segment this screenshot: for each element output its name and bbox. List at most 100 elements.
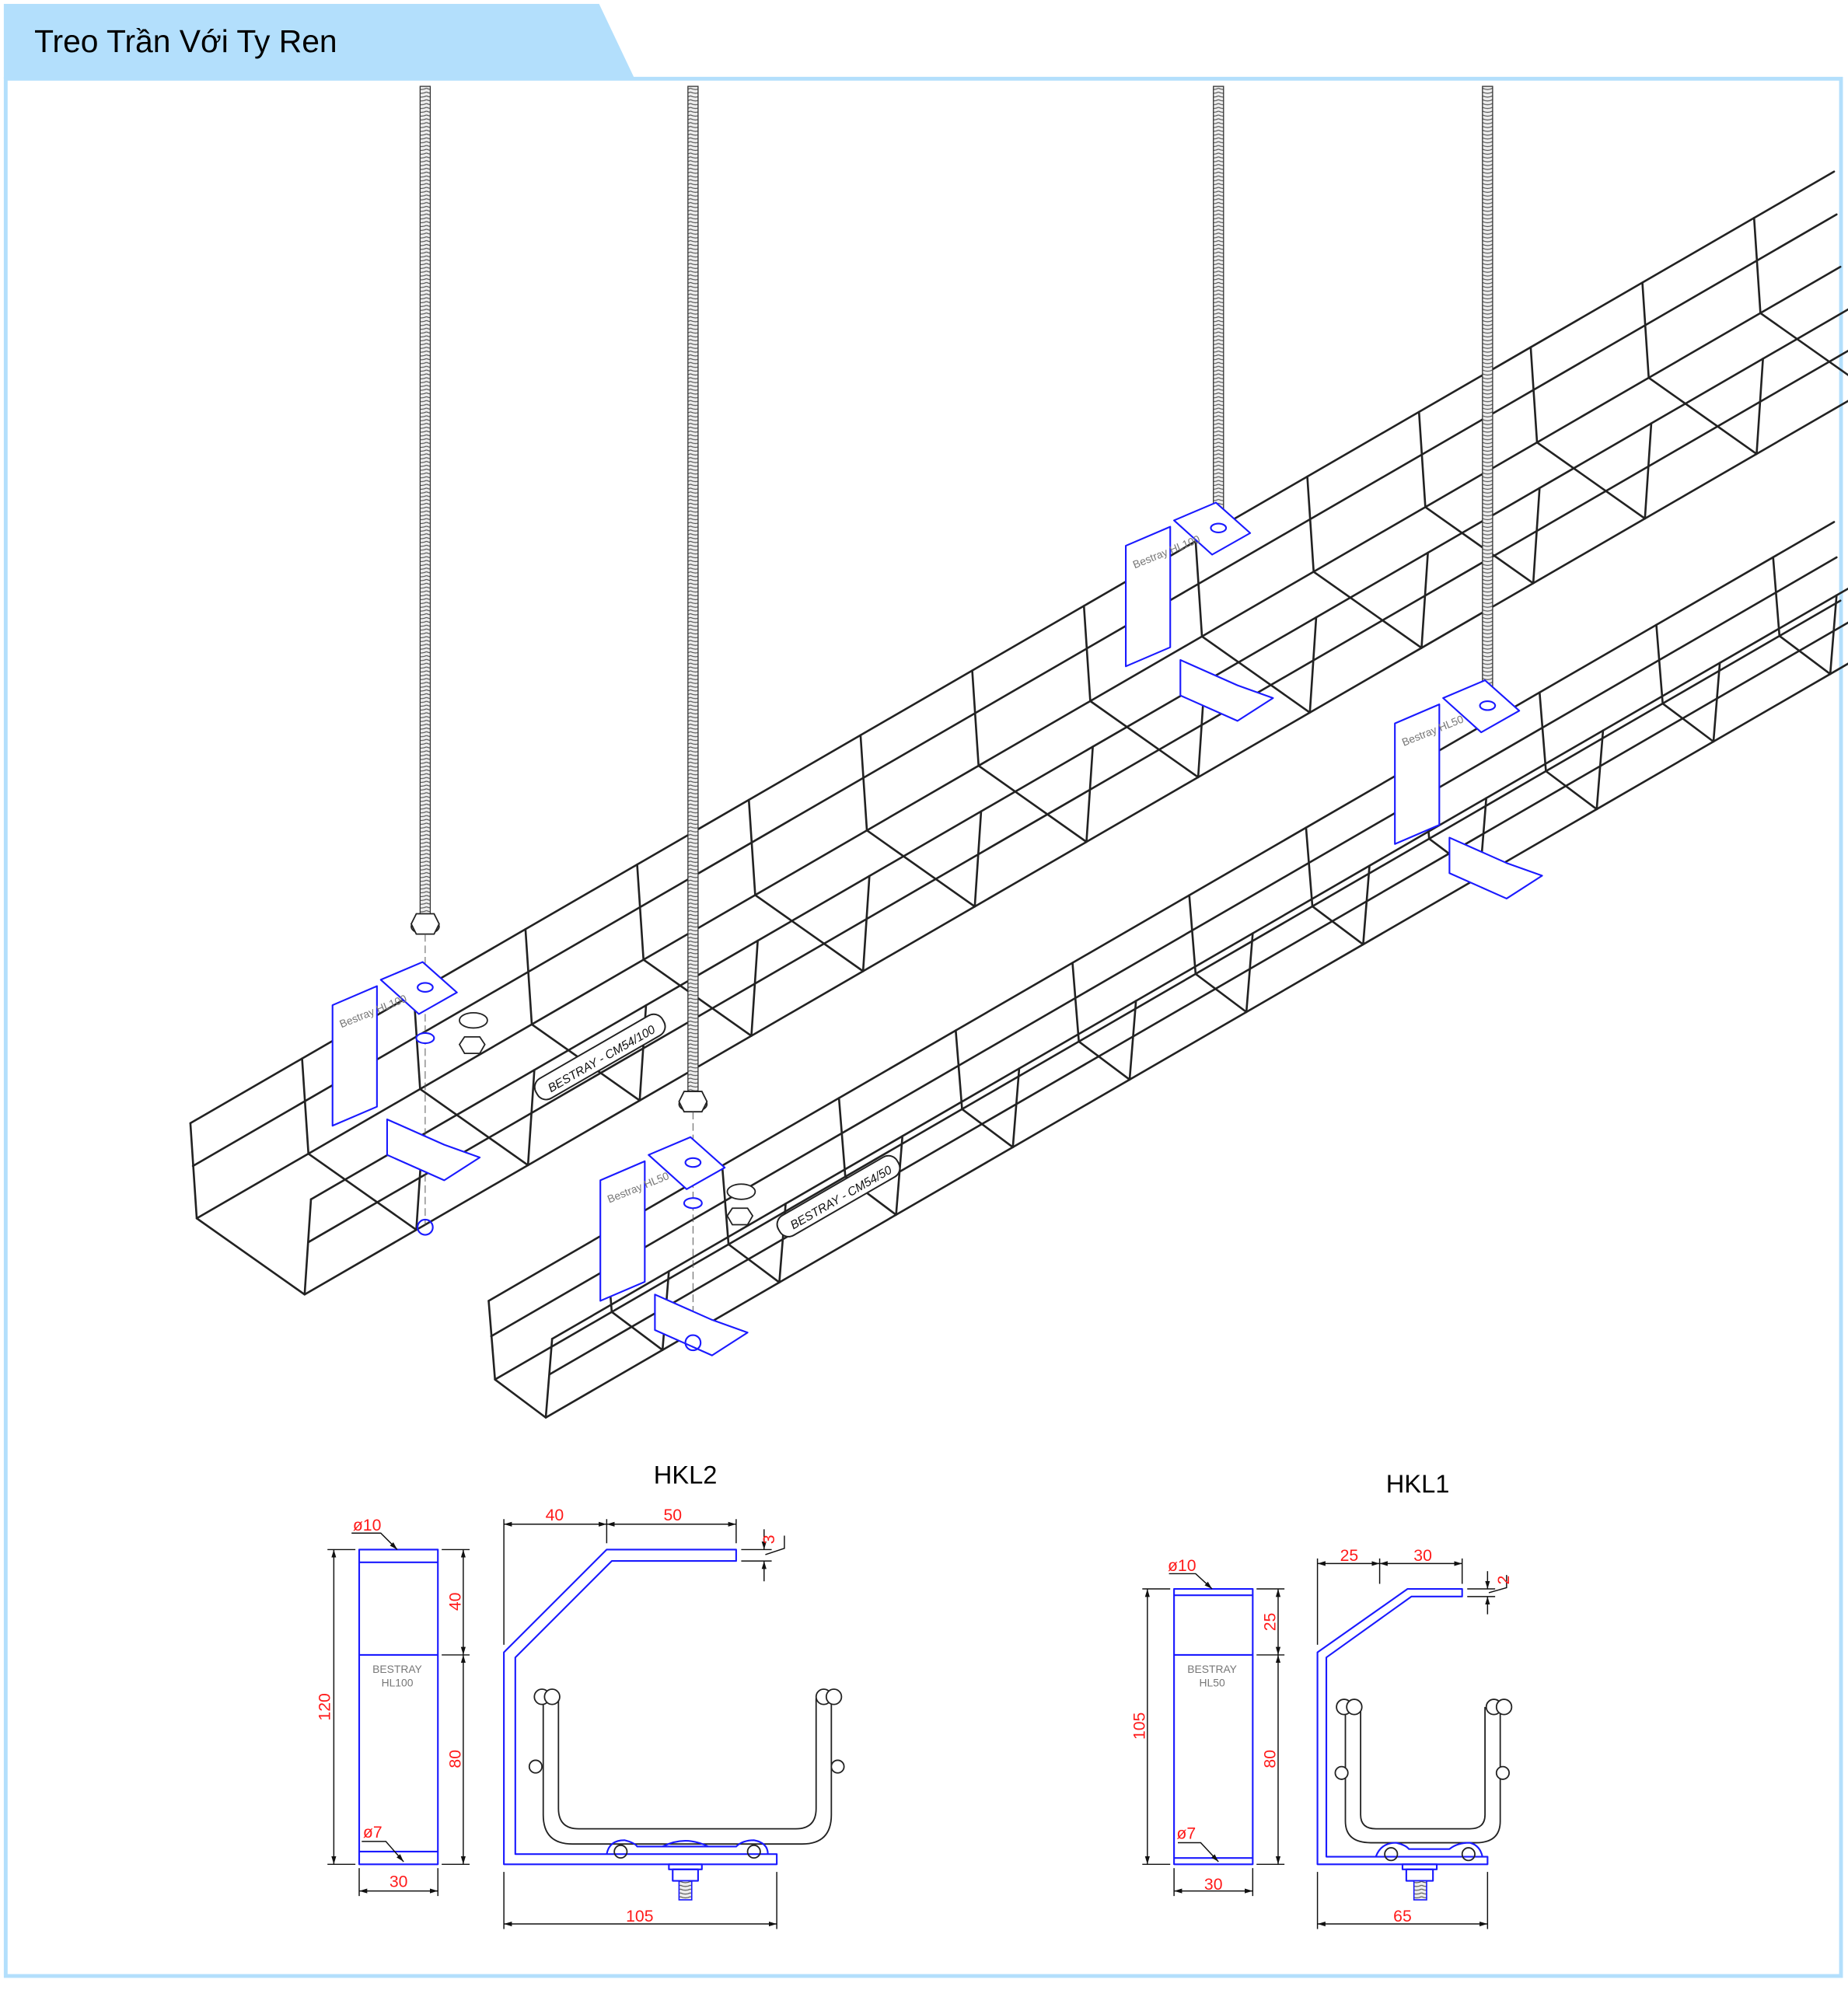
hanger-back-plate [1394,703,1441,845]
tray-rail-wire [494,599,1842,1381]
tray-cross-wire [955,1029,1021,1149]
tray-cross-wire [1082,605,1206,779]
svg-text:40: 40 [447,1593,465,1611]
svg-text:ø10: ø10 [1168,1557,1196,1575]
svg-text:105: 105 [626,1908,653,1925]
tray-cross-wire [1188,894,1254,1014]
tray-cross-wire [721,1164,787,1284]
hkl1-profile [1316,1587,1489,1866]
svg-text:65: 65 [1393,1908,1412,1925]
hkl2-side-view [358,1548,439,1866]
svg-text:2: 2 [1495,1576,1513,1585]
cable-tray [487,521,1848,1419]
svg-text:120: 120 [316,1693,334,1720]
hkl1-side-view [1173,1587,1254,1866]
svg-text:50: 50 [663,1506,682,1524]
tray-cross-wire [1194,539,1318,714]
svg-text:ø7: ø7 [1176,1825,1196,1843]
hanger-hole [417,982,434,993]
nut-icon [410,913,440,935]
svg-text:80: 80 [447,1750,465,1768]
svg-text:80: 80 [1262,1750,1280,1768]
tray-cross-wire [1641,281,1764,456]
tray-cross-wire [1538,691,1605,811]
svg-text:ø10: ø10 [353,1517,382,1534]
hkl2-title: HKL2 [654,1461,718,1489]
isometric-cable-trays [189,170,1848,1419]
tray-cross-wire [1417,410,1541,585]
nut-icon [678,1091,708,1113]
svg-text:BESTRAY - CM54/50: BESTRAY - CM54/50 [788,1164,895,1233]
svg-text:30: 30 [1413,1547,1432,1565]
threaded-rods [410,86,1503,1341]
bolt-head-icon [415,1032,435,1045]
hanger-back-plate [1125,525,1172,668]
svg-text:HL50: HL50 [1200,1677,1225,1689]
washer-icon [726,1183,756,1200]
threaded-rod [419,86,431,919]
svg-text:30: 30 [1204,1876,1223,1894]
tray-cross-wire [1305,826,1371,946]
svg-text:BESTRAY: BESTRAY [1187,1663,1237,1675]
svg-text:40: 40 [546,1506,564,1524]
tray-cross-wire [747,798,871,972]
tray-cross-wire [1772,556,1838,676]
threaded-rod [1482,86,1493,696]
threaded-rod [1213,86,1224,518]
tray-cross-wire [971,669,1094,843]
hanger-bracket: Bestray HL100 [331,961,481,1182]
svg-text:ø7: ø7 [363,1824,383,1842]
tray-tag-cm54-100: BESTRAY - CM54/100 [533,1013,666,1101]
threaded-rod [687,86,699,1096]
tray-cross-wire [1306,475,1429,649]
tray-cross-wire [487,1300,554,1419]
tray-cross-wire [1529,346,1653,520]
tray-cross-wire [859,734,983,908]
hanger-top-plate [379,961,458,1015]
bottom-nut-icon [417,1218,434,1236]
hanger-hole [1479,700,1497,711]
hanger-top-plate [1442,679,1521,734]
washer-icon [459,1011,488,1029]
nut-icon [458,1035,486,1054]
tray-cross-wire [412,993,536,1167]
page-title: Treo Trần Với Ty Ren [34,23,337,59]
hanger-clip [386,1118,481,1182]
tray-rail-wire [309,308,1848,1201]
hkl1-detail: HKL1 BESTRAY HL50 105 25 80 30 ø10 ø7 [1131,1469,1513,1929]
tray-cross-wire [189,1122,313,1296]
tray-rail-wire [307,349,1848,1244]
hanger-clip [654,1294,749,1356]
hanger-bracket: Bestray HL50 [1394,679,1543,899]
hanger-back-plate [331,985,378,1127]
svg-text:3: 3 [760,1534,778,1544]
svg-text:25: 25 [1340,1547,1359,1565]
tray-rail-wire [191,213,1838,1168]
hanger-hole [684,1157,702,1168]
tray-rail-wire [195,265,1842,1220]
hanger-top-plate [1173,501,1252,556]
svg-text:BESTRAY: BESTRAY [372,1663,422,1675]
hkl2-profile [503,1548,778,1866]
svg-text:30: 30 [390,1873,408,1891]
hanger-top-plate [648,1136,726,1190]
hanger-hole [1210,522,1228,533]
tray-rail-wire [303,400,1848,1296]
svg-text:25: 25 [1262,1613,1280,1632]
svg-text:HL100: HL100 [382,1677,414,1689]
tray-rail-wire [548,621,1848,1376]
hkl1-title: HKL1 [1386,1469,1450,1498]
tray-rail-wire [544,662,1848,1419]
nut-icon [726,1207,754,1226]
tray-cross-wire [837,1097,904,1217]
bottom-nut-icon [684,1334,702,1352]
tray-cross-wire [1752,217,1848,376]
tray-tag-cm54-50: BESTRAY - CM54/50 [776,1154,901,1238]
tray-cross-wire [1071,962,1137,1081]
hkl2-detail: HKL2 BESTRAY HL100 120 40 80 30 ø10 ø7 [316,1461,845,1929]
tray-rail-wire [550,587,1848,1340]
tray-cross-wire [1655,623,1721,743]
tray-cross-wire [301,1057,424,1231]
